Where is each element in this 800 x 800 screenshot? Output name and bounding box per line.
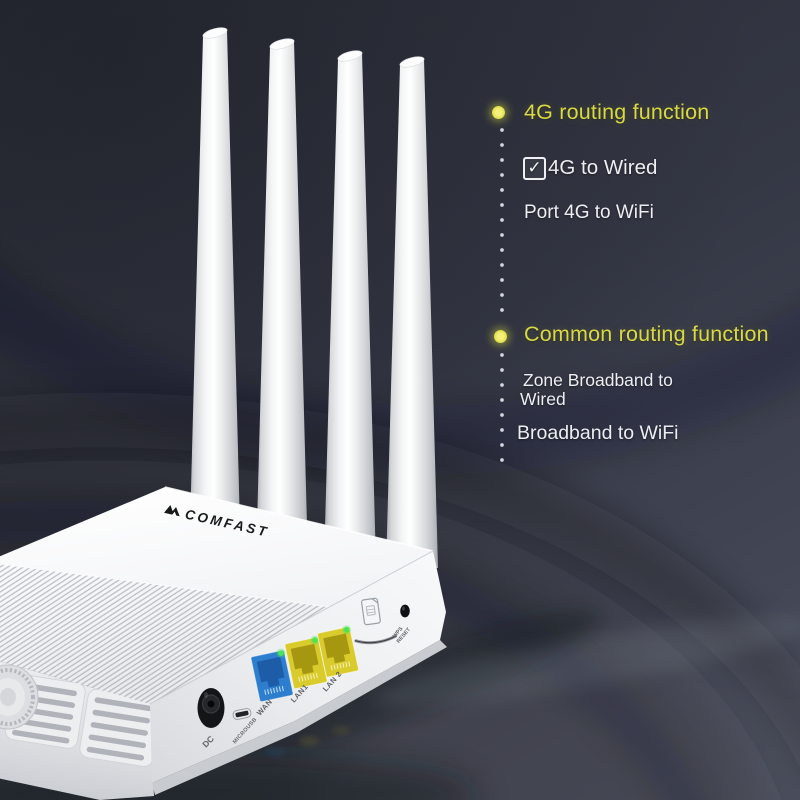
wan-pins [264,685,284,695]
feature-4g-to-wired: ✓ 4G to Wired [523,156,657,180]
rubber-foot [0,664,39,730]
lan1-jack-opening [290,643,319,675]
router: COMFAST DC MICROUSB [0,486,800,800]
feature-zone-broadband: Zone Broadband to Wired [520,371,690,409]
lan2-led [343,626,350,633]
bullet-common-routing [494,330,507,343]
sim-card-icon [360,597,381,626]
wps-button [400,604,410,618]
sim-icon-chip [365,605,376,616]
panel-crease-line [149,550,434,705]
router-base-lip [152,640,447,795]
lan2-port: LAN 2 [317,625,359,693]
floor-reflections [265,617,800,757]
wan-jack-opening [256,656,285,688]
floor-arc-band-inner [0,500,706,800]
usb-slot [235,710,249,718]
antennas [189,27,438,568]
dc-pin-hole [207,700,215,708]
wan-reflection [265,747,285,757]
feature-4g-to-wired-label: 4G to Wired [548,156,658,179]
heading-common-routing: Common routing function [524,322,769,346]
heading-4g-routing: 4G routing function [524,100,710,124]
foot-center [0,688,16,706]
feature-port-4g-to-wifi: Port 4G to WiFi [524,202,654,223]
ridge-edge-highlight [0,563,331,608]
sim-slot [354,597,398,645]
router-ridge-texture [0,563,330,704]
checkbox-icon: ✓ [523,156,546,180]
antenna-4-cap [399,56,425,68]
lan2-reflection [332,725,350,735]
antenna-4-rod [386,59,438,568]
vent-slat [86,746,145,761]
floor-arc-band-outer [0,392,800,768]
dotted-connector-1 [500,127,504,319]
top-edge-highlight [164,486,434,552]
comfast-logo-icon [164,504,180,517]
sim-icon-notch [371,598,379,604]
feature-zone-broadband-line2: Wired [520,389,566,409]
lan2-pins [330,661,351,671]
antenna-2 [256,38,308,562]
vent-slat [88,734,147,749]
dc-jack: DC [197,688,225,749]
bullet-4g-routing [492,106,505,119]
antenna-3-rod [324,53,376,564]
wan-led [278,650,284,656]
sim-slot-slit [354,635,397,644]
vent-slat [92,709,150,724]
sim-icon-lines [366,608,376,614]
vent-slat [13,717,72,732]
check-mark: ✓ [527,157,542,177]
wps-button-highlight [402,606,405,611]
lan2-jack-opening [323,633,351,664]
dotted-connector-2 [500,352,504,462]
vent-slat [94,697,152,712]
antenna-1 [189,27,241,565]
vent-slat [90,722,148,736]
lan1-pins [298,672,318,682]
antenna-2-rod [256,41,308,562]
vent-slat [12,729,70,744]
antenna-3 [324,50,376,564]
antenna-1-rod [189,30,241,565]
lan1-port: LAN1 [284,635,328,704]
feature-zone-broadband-line1: Zone Broadband to [523,370,673,390]
antenna-2-cap [269,38,295,50]
lan1-reflection [299,736,319,746]
dc-highlight [204,692,208,698]
foot-knurl [0,668,35,726]
feature-broadband-to-wifi: Broadband to WiFi [517,422,679,444]
antenna-3-cap [337,50,363,62]
floor-sheen-edge [373,617,800,707]
antenna-1-cap [202,27,228,39]
lan1-led [312,637,318,643]
antenna-4 [386,56,438,568]
